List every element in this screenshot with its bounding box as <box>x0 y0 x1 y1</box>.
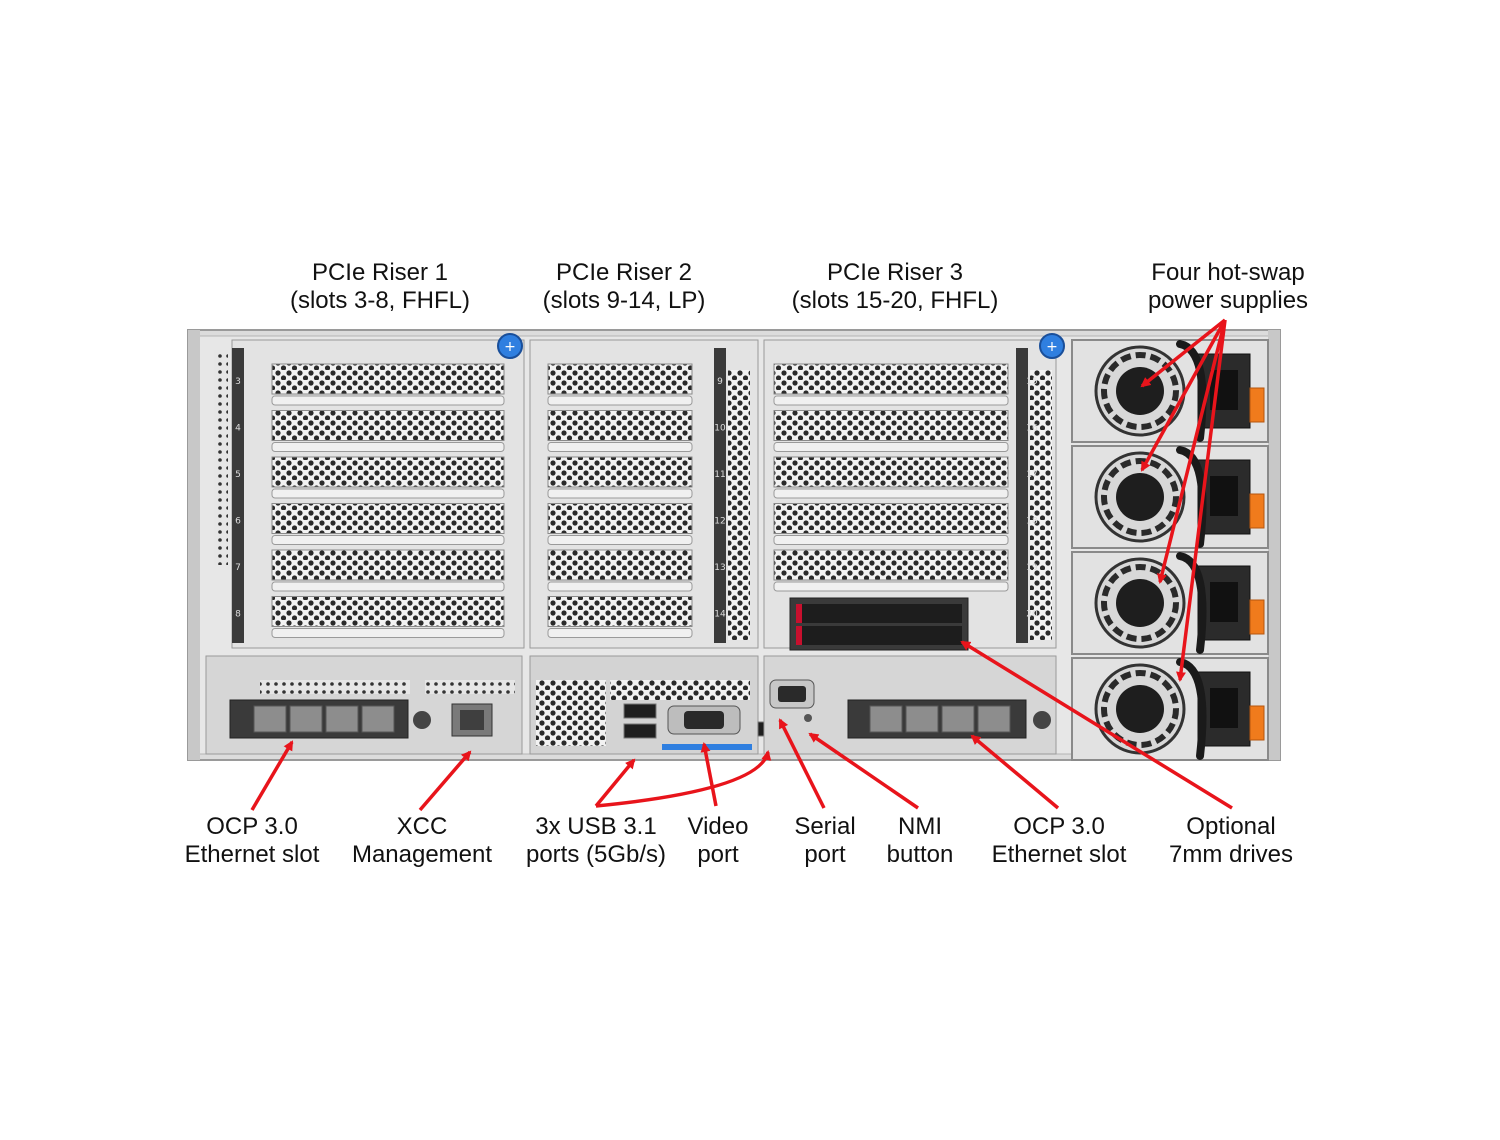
slot-number: 5 <box>235 470 241 480</box>
power-supply-unit[interactable] <box>1071 445 1269 549</box>
slot-number: 7 <box>235 563 241 573</box>
label-line: Four hot-swap <box>1151 259 1305 286</box>
riser-2-cage: 9 10 11 12 13 14 <box>529 339 759 649</box>
label-pcie-riser-1: PCIe Riser 1 (slots 3-8, FHFL) <box>290 259 470 315</box>
label-line: PCIe Riser 3 <box>826 259 964 286</box>
label-line: Ethernet slot <box>184 841 320 868</box>
power-supply-unit[interactable] <box>1071 339 1269 443</box>
label-nmi: NMI button <box>887 813 954 869</box>
label-line: 7mm drives <box>1168 841 1294 868</box>
power-supply-unit[interactable] <box>1071 551 1269 655</box>
label-line: 3x USB 3.1 <box>535 813 657 840</box>
label-serial: Serial port <box>794 813 855 869</box>
thumbscrew-icon[interactable] <box>1039 333 1065 359</box>
label-line: port <box>697 841 739 868</box>
slot-number: 11 <box>714 470 725 480</box>
label-line: port <box>804 841 846 868</box>
label-line: PCIe Riser 2 <box>555 259 693 286</box>
label-line: Management <box>351 841 493 868</box>
label-power-supplies: Four hot-swap power supplies <box>1148 259 1308 315</box>
label-pcie-riser-2: PCIe Riser 2 (slots 9-14, LP) <box>543 259 706 315</box>
label-ocp-right: OCP 3.0 Ethernet slot <box>992 813 1127 869</box>
label-ocp-left: OCP 3.0 Ethernet slot <box>185 813 320 869</box>
pcie-slot[interactable] <box>271 363 505 406</box>
slot-number: 18 <box>1026 517 1038 527</box>
slot-number: 8 <box>235 610 241 620</box>
label-line: Optional <box>1186 813 1276 840</box>
label-line: (slots 15-20, FHFL) <box>791 287 999 314</box>
slot-number: 16 <box>1026 424 1038 434</box>
label-line: PCIe Riser 1 <box>311 259 449 286</box>
label-line: power supplies <box>1147 287 1309 314</box>
pcie-slot[interactable] <box>271 549 505 592</box>
slot-number: 20 <box>1026 610 1038 620</box>
slot-number: 10 <box>714 424 726 434</box>
label-line: (slots 9-14, LP) <box>542 287 706 314</box>
svg-text:+: + <box>504 339 516 355</box>
pcie-slot[interactable] <box>547 549 693 592</box>
slot-number: 6 <box>235 517 241 527</box>
label-line: button <box>886 841 954 868</box>
pcie-slot[interactable] <box>773 410 1009 452</box>
ocp-right-slot[interactable] <box>847 699 1027 739</box>
slot-number: 14 <box>714 610 726 620</box>
io-panel <box>205 655 1057 755</box>
pcie-slot[interactable] <box>271 503 505 545</box>
pcie-slot[interactable] <box>547 596 693 638</box>
label-xcc: XCC Management <box>352 813 492 869</box>
pcie-slot[interactable] <box>773 363 1009 406</box>
pcie-slot[interactable] <box>773 503 1009 545</box>
7mm-drive-bay <box>789 597 969 651</box>
label-line: XCC <box>396 813 448 840</box>
pcie-slot[interactable] <box>773 456 1009 499</box>
label-line: Ethernet slot <box>991 841 1127 868</box>
nmi-button[interactable] <box>804 714 812 722</box>
pcie-slot[interactable] <box>547 503 693 545</box>
ocp-left-slot[interactable] <box>229 699 409 739</box>
label-line: OCP 3.0 <box>1013 813 1105 840</box>
pcie-slot[interactable] <box>271 596 505 638</box>
riser-1-cage: 3 4 5 6 7 8 <box>231 339 525 649</box>
label-7mm-drives: Optional 7mm drives <box>1169 813 1293 869</box>
slot-number: 13 <box>714 563 725 573</box>
label-line: Video <box>687 813 749 840</box>
slot-number: 12 <box>714 517 725 527</box>
slot-number: 15 <box>1026 377 1037 387</box>
label-line: Serial <box>794 813 856 840</box>
riser-3-cage: 15 16 17 18 19 20 <box>763 339 1057 651</box>
label-line: NMI <box>897 813 942 840</box>
pcie-slot[interactable] <box>773 549 1009 592</box>
svg-text:+: + <box>1046 339 1058 355</box>
label-usb: 3x USB 3.1 ports (5Gb/s) <box>526 813 666 869</box>
video-port[interactable] <box>667 705 741 735</box>
xcc-port[interactable] <box>451 703 493 737</box>
label-line: (slots 3-8, FHFL) <box>289 287 471 314</box>
slot-number: 17 <box>1026 470 1037 480</box>
power-supplies <box>1071 339 1269 761</box>
pcie-slot[interactable] <box>271 456 505 499</box>
label-line: OCP 3.0 <box>206 813 298 840</box>
power-supply-unit[interactable] <box>1071 657 1269 761</box>
pcie-slot[interactable] <box>547 410 693 452</box>
pcie-slot[interactable] <box>547 456 693 499</box>
label-pcie-riser-3: PCIe Riser 3 (slots 15-20, FHFL) <box>792 259 999 315</box>
callout-arrows <box>250 318 1233 812</box>
slot-number: 3 <box>235 377 241 387</box>
label-line: ports (5Gb/s) <box>525 841 667 868</box>
serial-port[interactable] <box>769 679 815 709</box>
slot-number: 19 <box>1026 563 1038 573</box>
pcie-slot[interactable] <box>271 410 505 452</box>
slot-number: 4 <box>235 424 241 434</box>
slot-number: 9 <box>717 377 723 387</box>
thumbscrew-icon[interactable] <box>497 333 523 359</box>
pcie-slot[interactable] <box>547 363 693 406</box>
label-video: Video port <box>688 813 749 869</box>
